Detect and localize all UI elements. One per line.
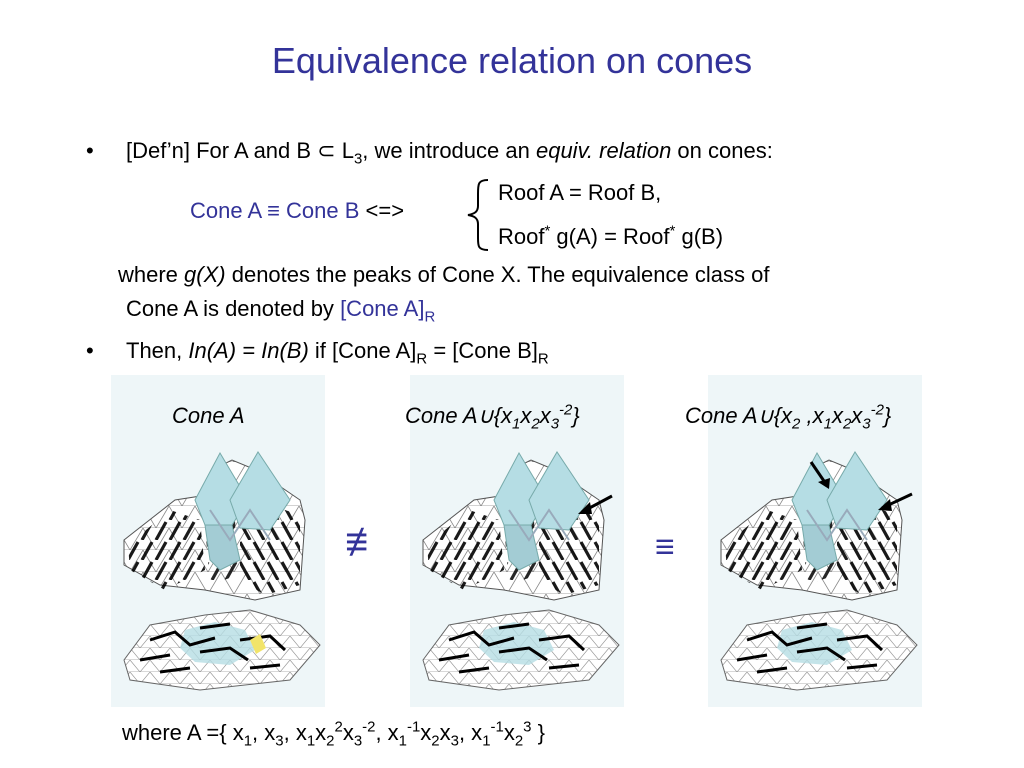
cap3-b: {x <box>773 403 793 428</box>
cone-a-label: Cone A <box>190 198 268 223</box>
sub: 2 <box>792 415 801 433</box>
comma-x: ,x <box>800 403 824 428</box>
cone-equivalence-lhs: Cone A ≡ Cone B <=> <box>190 198 404 224</box>
sub: 1 <box>243 732 253 750</box>
sub: 2 <box>431 732 440 750</box>
class-notation: [Cone A] <box>340 296 425 321</box>
f-b: , x <box>252 720 276 745</box>
sub: 3 <box>275 732 284 750</box>
sub: 3 <box>862 415 871 433</box>
union-symbol: ∪ <box>757 403 774 428</box>
panel-3-caption: Cone A∪{x2 ,x1x2x3-2} <box>685 401 892 433</box>
sub: 2 <box>326 732 335 750</box>
cap3-a: Cone A <box>685 403 758 428</box>
f-e: x <box>342 720 354 745</box>
f-close: } <box>531 720 545 745</box>
sup: -1 <box>490 718 504 736</box>
where-tail: denotes the peaks of Cone X. The equival… <box>225 262 770 287</box>
where-line-2: Cone A is denoted by [Cone A]R <box>126 296 436 326</box>
cap2-a: Cone A <box>405 403 478 428</box>
cone-b-label: Cone B <box>279 198 360 223</box>
f-f: , x <box>375 720 399 745</box>
case2-a: Roof <box>498 224 545 249</box>
sup: -1 <box>407 718 421 736</box>
yellow-highlight <box>250 634 266 654</box>
f-d: x <box>315 720 327 745</box>
close-brace: } <box>883 403 892 428</box>
sub: 3 <box>353 732 363 750</box>
panel-1-caption: Cone A <box>172 403 245 428</box>
f-c: , x <box>283 720 307 745</box>
def-lead: [Def’n] For A and B <box>126 138 318 163</box>
sub: 3 <box>450 732 459 750</box>
where-line-1: where g(X) denotes the peaks of Cone X. … <box>118 262 769 288</box>
then-italic: In(A) = In(B) <box>188 338 309 363</box>
definition-line: [Def’n] For A and B ⊂ L3, we introduce a… <box>126 138 773 168</box>
sup: -2 <box>559 401 573 419</box>
sub: 2 <box>531 415 540 433</box>
not-equivalent-symbol: ≢ <box>345 520 385 564</box>
then-b: if [Cone A] <box>308 338 417 363</box>
denoted-text: Cone A is denoted by <box>126 296 341 321</box>
sup: 2 <box>334 718 343 736</box>
sub: 1 <box>823 415 832 433</box>
sup: 3 <box>523 718 532 736</box>
case2-c: g(B) <box>675 224 724 249</box>
then-sub2: R <box>537 350 549 368</box>
sup: -2 <box>870 401 884 419</box>
f-a: where A ={ x <box>122 720 244 745</box>
f-j: x <box>503 720 515 745</box>
f-i: , x <box>458 720 483 745</box>
x: x <box>851 403 863 428</box>
then-sub1: R <box>416 350 428 368</box>
slide-title: Equivalence relation on cones <box>271 40 753 81</box>
star-1: * <box>544 222 551 240</box>
equivalent-symbol: ≡ <box>655 528 675 566</box>
bullet-marker: • <box>86 138 94 163</box>
close-brace: } <box>572 403 580 428</box>
case-roof-star: Roof* g(A) = Roof* g(B) <box>498 224 723 250</box>
def-italic: equiv. relation <box>535 138 672 163</box>
star-2: * <box>669 222 676 240</box>
def-tail: on cones: <box>671 138 773 163</box>
then-a: Then, <box>126 338 189 363</box>
sub: 3 <box>550 415 560 433</box>
f-g: x <box>420 720 432 745</box>
subset-symbol: ⊂ <box>317 138 336 163</box>
class-sub: R <box>424 308 436 326</box>
equiv-symbol: ≡ <box>267 198 280 223</box>
case2-b: g(A) = Roof <box>550 224 670 249</box>
then-line: Then, In(A) = In(B) if [Cone A]R = [Cone… <box>126 338 549 368</box>
f-h: x <box>439 720 451 745</box>
gx-italic: g(X) <box>184 262 226 287</box>
iff-symbol: <=> <box>359 198 405 223</box>
sub: 2 <box>842 415 852 433</box>
where-text: where <box>118 262 185 287</box>
sub: 1 <box>482 732 491 750</box>
then-c: = [Cone B] <box>427 338 538 363</box>
x: x <box>831 403 843 428</box>
sub: 2 <box>514 732 524 750</box>
x: x <box>520 403 532 428</box>
case-roof: Roof A = Roof B, <box>498 180 662 205</box>
cap2-b: {x <box>493 403 513 428</box>
def-mid: , we introduce an <box>362 138 536 163</box>
sup: -2 <box>362 718 376 736</box>
def-L: L <box>335 138 354 163</box>
panel-2-caption: Cone A∪{x1x2x3-2} <box>405 401 580 433</box>
union-symbol: ∪ <box>477 403 494 428</box>
sub: 1 <box>306 732 316 750</box>
footer-definition: where A ={ x1, x3, x1x22x3-2, x1-1x2x3, … <box>122 718 545 750</box>
bullet-marker: • <box>86 338 94 363</box>
sub: 1 <box>512 415 521 433</box>
sub: 1 <box>398 732 407 750</box>
x: x <box>539 403 551 428</box>
def-L-sub: 3 <box>353 150 363 168</box>
